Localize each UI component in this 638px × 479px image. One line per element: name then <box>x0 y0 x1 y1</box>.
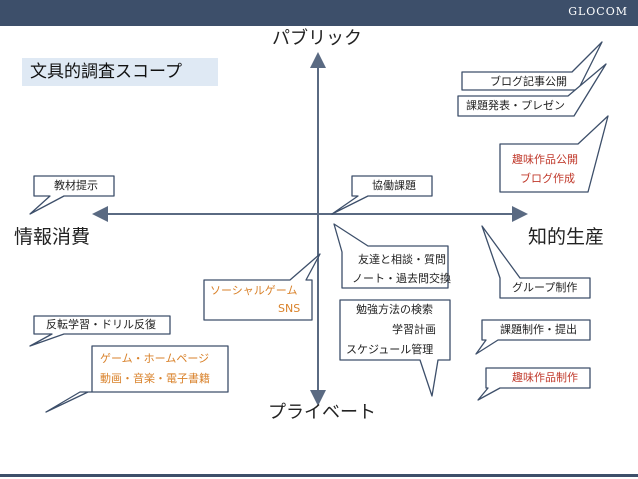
brand-logo: GLOCOM <box>568 5 628 18</box>
callout-task-submit <box>475 319 591 355</box>
callout-study <box>339 299 451 397</box>
callout-text-hobby-publish: 趣味作品公開 <box>512 153 578 166</box>
callout-blog-publish <box>461 41 603 91</box>
callout-text-sns: SNS <box>278 302 301 315</box>
callout-text-collab: 協働課題 <box>372 179 416 192</box>
callout-text-blog-create: ブログ作成 <box>520 172 575 185</box>
callout-text-study-plan: 学習計画 <box>392 323 436 336</box>
axis-label-production: 知的生産 <box>528 226 605 248</box>
callout-presentation <box>457 63 607 117</box>
diagram-title: 文具的調査スコープ <box>22 58 218 86</box>
callout-text-social-game: ソーシャルゲーム <box>210 284 298 297</box>
callout-game-media <box>45 345 229 413</box>
callout-text-presentation: 課題発表・プレゼン <box>466 99 565 112</box>
callout-text-study-search: 勉強方法の検索 <box>356 303 433 316</box>
callout-text-note-exchange: ノート・過去問交換 <box>352 272 451 285</box>
callout-materials <box>29 175 115 215</box>
callout-text-media-books: 動画・音楽・電子書籍 <box>100 372 210 385</box>
callout-text-consult: 友達と相談・質問 <box>358 253 446 266</box>
callout-collab <box>331 175 433 215</box>
callout-text-materials: 教材提示 <box>54 179 98 192</box>
callout-hobby-create <box>477 367 591 401</box>
callout-text-game-homepage: ゲーム・ホームページ <box>100 352 210 365</box>
callout-text-hobby-create: 趣味作品制作 <box>512 371 578 384</box>
callout-text-drill: 反転学習・ドリル反復 <box>46 318 156 331</box>
callout-hobby-publish <box>499 115 609 193</box>
callout-consult <box>333 223 449 289</box>
callout-social-game <box>203 253 321 321</box>
callout-text-blog-publish: ブログ記事公開 <box>490 75 567 88</box>
axis-label-private: プライベート <box>268 402 376 423</box>
callout-group-work <box>481 225 591 299</box>
axis-label-public: パブリック <box>272 28 362 49</box>
callout-text-task-submit: 課題制作・提出 <box>500 323 577 336</box>
footer-line <box>0 474 638 477</box>
callout-text-group-work: グループ制作 <box>512 281 578 294</box>
axis-label-consumption: 情報消費 <box>14 226 91 248</box>
callout-text-schedule: スケジュール管理 <box>346 343 434 356</box>
header-bar: GLOCOM <box>0 0 638 26</box>
callout-drill <box>29 315 171 347</box>
